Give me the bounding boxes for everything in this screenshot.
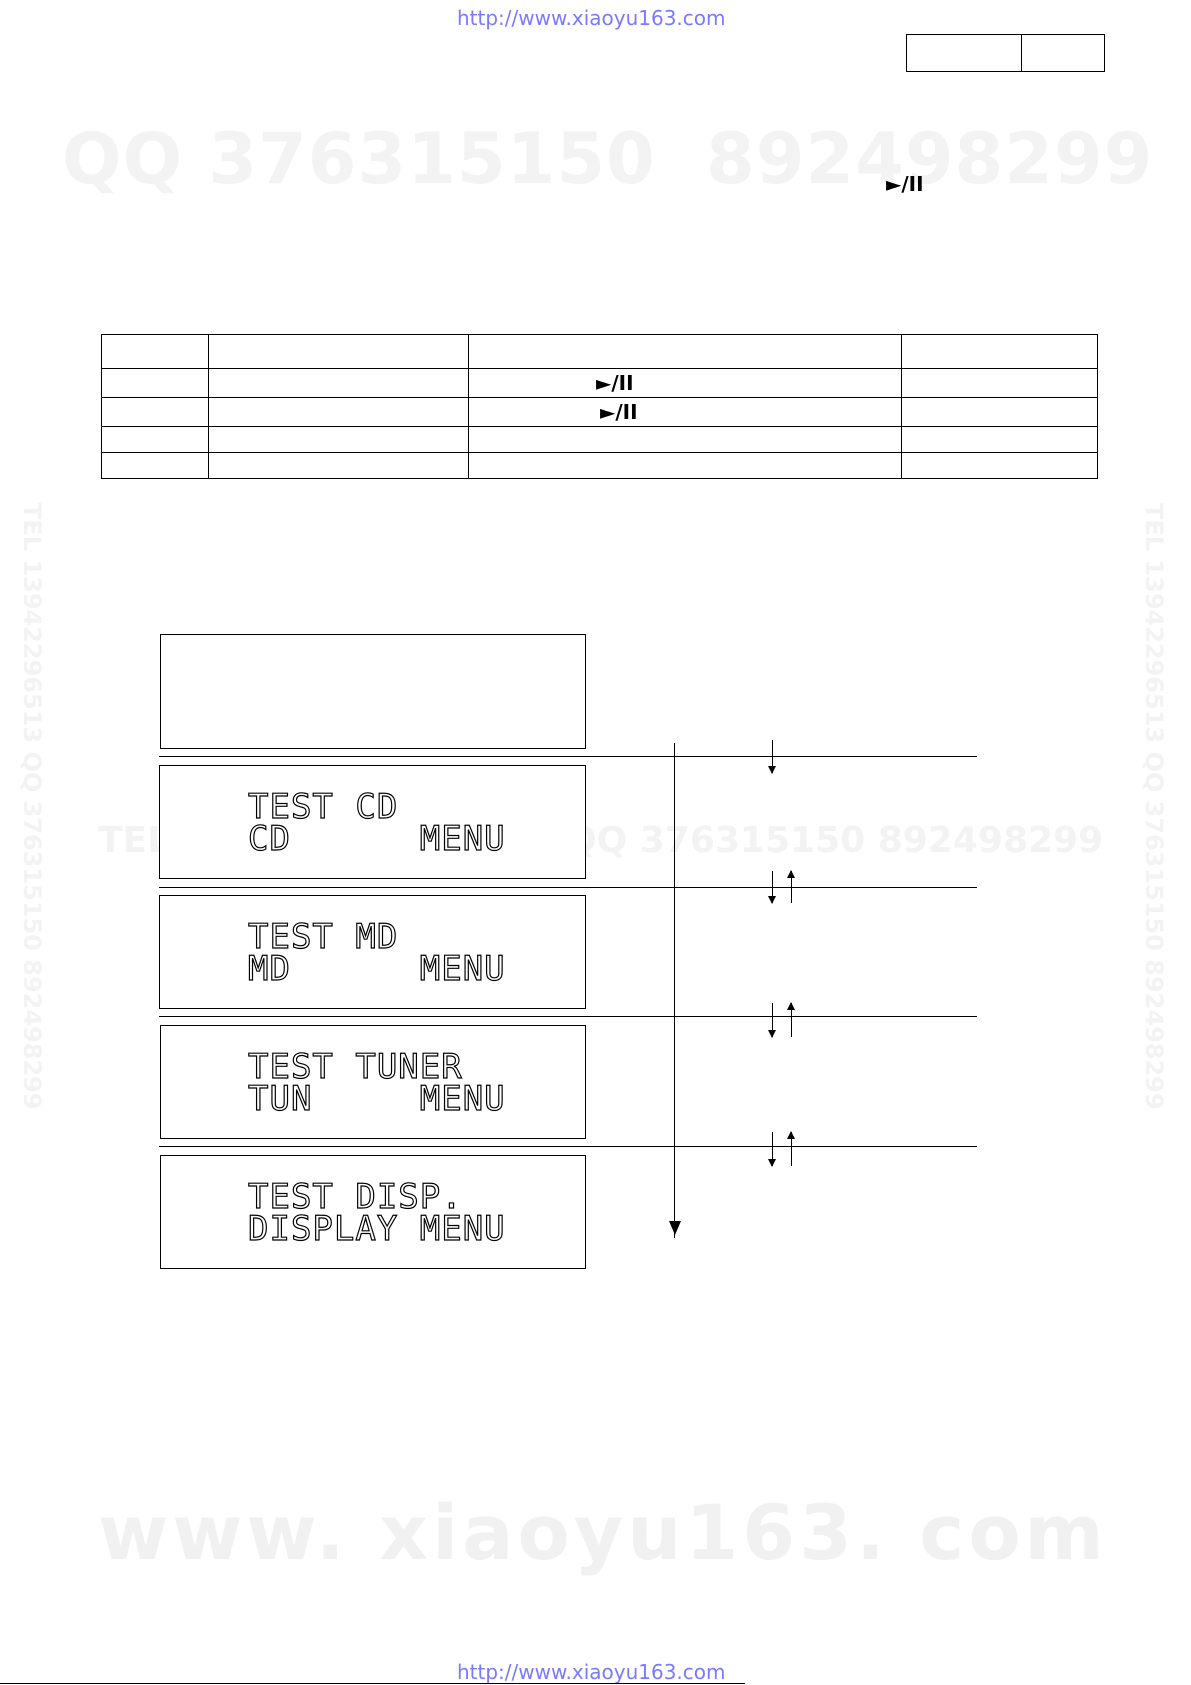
lcd-line-1: TEST TUNER [247,1047,463,1087]
table-cell [101,397,209,427]
arrow-down-icon [768,1003,776,1038]
flow-arrow-down-icon [669,1221,681,1235]
flow-line [674,743,675,1238]
lcd-screen-test-md: TEST MD MD MENU [159,895,586,1009]
table-cell [468,426,902,453]
play-pause-icon: ►/II [596,371,634,395]
lcd-line-2: CD MENU [247,819,506,859]
table-cell [468,334,902,369]
table-cell [101,426,209,453]
table-cell [208,426,469,453]
table-cell [208,397,469,427]
lcd-screen-test-cd: TEST CD CD MENU [159,765,586,879]
separator-line [159,756,977,757]
table-row [101,426,1098,453]
source-url-bottom[interactable]: http://www.xiaoyu163.com [457,1660,726,1684]
arrow-down-icon [768,740,776,774]
separator-line [159,1146,977,1147]
watermark-qq-2: 892498299 [706,118,1154,200]
lcd-screen-test-display: TEST DISP. DISPLAY MENU [160,1155,586,1269]
table-cell [901,397,1098,427]
table-cell [101,452,209,479]
lcd-line-1: TEST CD [247,787,399,827]
play-pause-icon: ►/II [886,172,924,196]
source-url-top[interactable]: http://www.xiaoyu163.com [457,6,726,30]
watermark-vertical-left: TEL 13942296513 QQ 376315150 892498299 [18,503,46,1110]
arrow-up-icon [787,870,795,903]
table-cell: ►/II [468,397,902,427]
header-box-left [906,34,1022,72]
watermark-footer: www. xiaoyu163. com [98,1488,1108,1577]
lcd-line-2: DISPLAY MENU [247,1209,506,1249]
table-row: ►/II [101,397,1098,427]
table-cell [468,452,902,479]
lcd-screen-initial [160,634,586,749]
arrow-up-icon [787,1002,795,1037]
lcd-line-1: TEST DISP. [247,1177,463,1217]
footer-rule [0,1683,745,1684]
arrow-down-icon [768,871,776,904]
table-cell [901,452,1098,479]
arrow-up-icon [787,1131,795,1166]
watermark-vertical-right: TEL 13942296513 QQ 376315150 892498299 [1140,503,1168,1110]
separator-line [159,1016,977,1017]
table-cell [208,452,469,479]
table-cell: ►/II [468,368,902,398]
table-cell [901,334,1098,369]
table-row [101,452,1098,479]
arrow-down-icon [768,1132,776,1167]
table-cell [901,426,1098,453]
header-box-right [1020,34,1105,72]
watermark-qq-mid: QQ 376315150 892498299 [566,820,1104,861]
watermark-qq: QQ 376315150 [62,118,656,200]
separator-line [159,887,977,888]
key-table: ►/II ►/II [101,334,1098,479]
table-row: ►/II [101,368,1098,398]
table-row [101,334,1098,369]
play-pause-icon: ►/II [600,400,638,424]
table-cell [901,368,1098,398]
table-cell [101,334,209,369]
table-cell [101,368,209,398]
lcd-screen-test-tuner: TEST TUNER TUN MENU [160,1025,586,1139]
lcd-line-2: TUN MENU [247,1079,506,1119]
lcd-line-1: TEST MD [247,917,399,957]
table-cell [208,368,469,398]
lcd-line-2: MD MENU [247,949,506,989]
table-cell [208,334,469,369]
